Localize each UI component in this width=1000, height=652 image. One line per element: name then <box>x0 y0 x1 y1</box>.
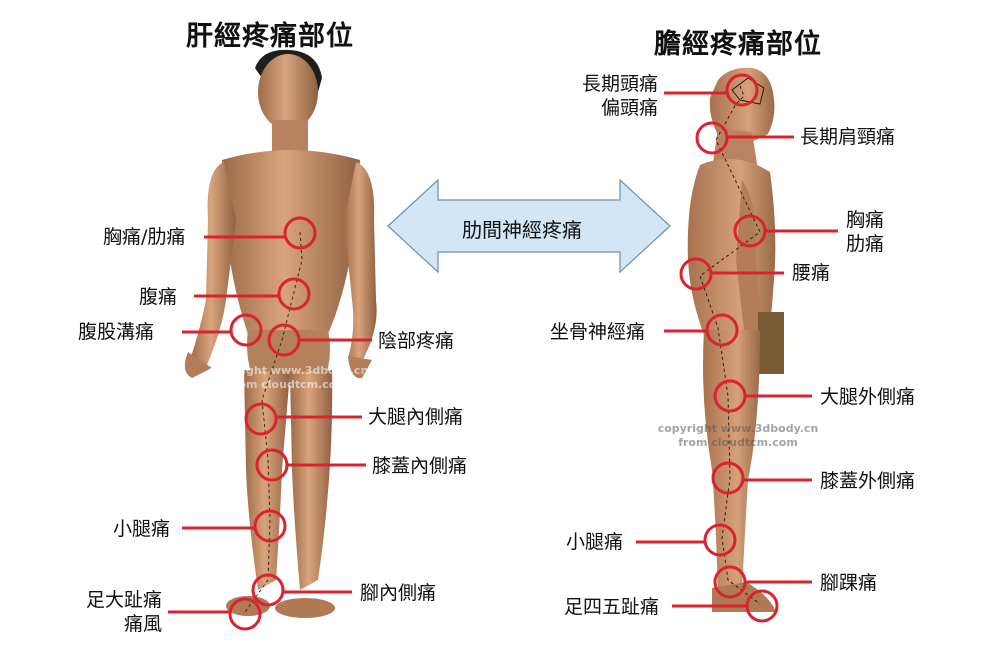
watermark-side-line1: copyright www.3dbody.cn <box>657 422 819 435</box>
front-body-figure <box>184 49 377 618</box>
liver-title: 肝經疼痛部位 <box>186 21 354 52</box>
marker-groin <box>229 313 263 347</box>
gb-label-chest-line1: 胸痛 <box>846 209 885 231</box>
marker-calf <box>253 509 287 543</box>
liver-label-big-toe-line2: 痛風 <box>123 613 162 635</box>
marker-calf <box>703 523 737 557</box>
liver-label-abdomen: 腹痛 <box>139 286 178 308</box>
gb-label-calf: 小腿痛 <box>566 531 624 553</box>
gb-label-head: 長期頭痛 偏頭痛 <box>566 72 658 120</box>
marker-inner-foot <box>251 573 285 607</box>
gb-label-head-line1: 長期頭痛 <box>581 73 658 95</box>
gb-label-waist: 腰痛 <box>792 262 831 284</box>
center-double-arrow <box>387 178 671 274</box>
gb-label-ankle: 腳踝痛 <box>820 572 878 594</box>
gb-label-chest: 胸痛 肋痛 <box>846 208 884 256</box>
liver-label-groin: 腹股溝痛 <box>78 321 155 343</box>
gb-label-neck: 長期肩頸痛 <box>800 126 896 148</box>
gb-label-chest-line2: 肋痛 <box>846 233 885 255</box>
gallbladder-title: 膽經疼痛部位 <box>654 29 822 60</box>
marker-big-toe <box>228 597 262 631</box>
marker-inner-thigh <box>244 402 278 436</box>
liver-label-chest: 胸痛/肋痛 <box>103 226 186 248</box>
watermark-front-line2: from cloudtcm.com <box>228 378 348 391</box>
marker-outer-knee <box>711 461 745 495</box>
liver-label-calf: 小腿痛 <box>113 518 171 540</box>
liver-label-inner-knee: 膝蓋內側痛 <box>372 455 468 477</box>
liver-label-big-toe: 足大趾痛 痛風 <box>76 588 162 636</box>
gb-label-toes: 足四五趾痛 <box>564 596 660 618</box>
gb-label-head-line2: 偏頭痛 <box>600 97 658 119</box>
gb-label-outer-knee: 膝蓋外側痛 <box>820 470 916 492</box>
liver-label-big-toe-line1: 足大趾痛 <box>85 589 162 611</box>
gb-label-sciatic: 坐骨神經痛 <box>550 321 646 343</box>
liver-label-genital: 陰部疼痛 <box>378 330 455 352</box>
marker-head <box>725 73 759 107</box>
liver-label-inner-foot: 腳內側痛 <box>360 582 437 604</box>
marker-chest <box>283 216 317 250</box>
watermark-front-line1: copyright www.3dbody.cn <box>207 364 369 377</box>
gb-label-outer-thigh: 大腿外側痛 <box>820 386 916 408</box>
watermark-side: copyright www.3dbody.cn from cloudtcm.co… <box>648 422 828 450</box>
marker-abdomen <box>277 277 311 311</box>
watermark-side-line2: from cloudtcm.com <box>678 436 798 449</box>
liver-label-inner-thigh: 大腿內側痛 <box>368 406 464 428</box>
watermark-front: copyright www.3dbody.cn from cloudtcm.co… <box>198 364 378 392</box>
center-arrow-label: 肋間神經疼痛 <box>462 218 582 242</box>
